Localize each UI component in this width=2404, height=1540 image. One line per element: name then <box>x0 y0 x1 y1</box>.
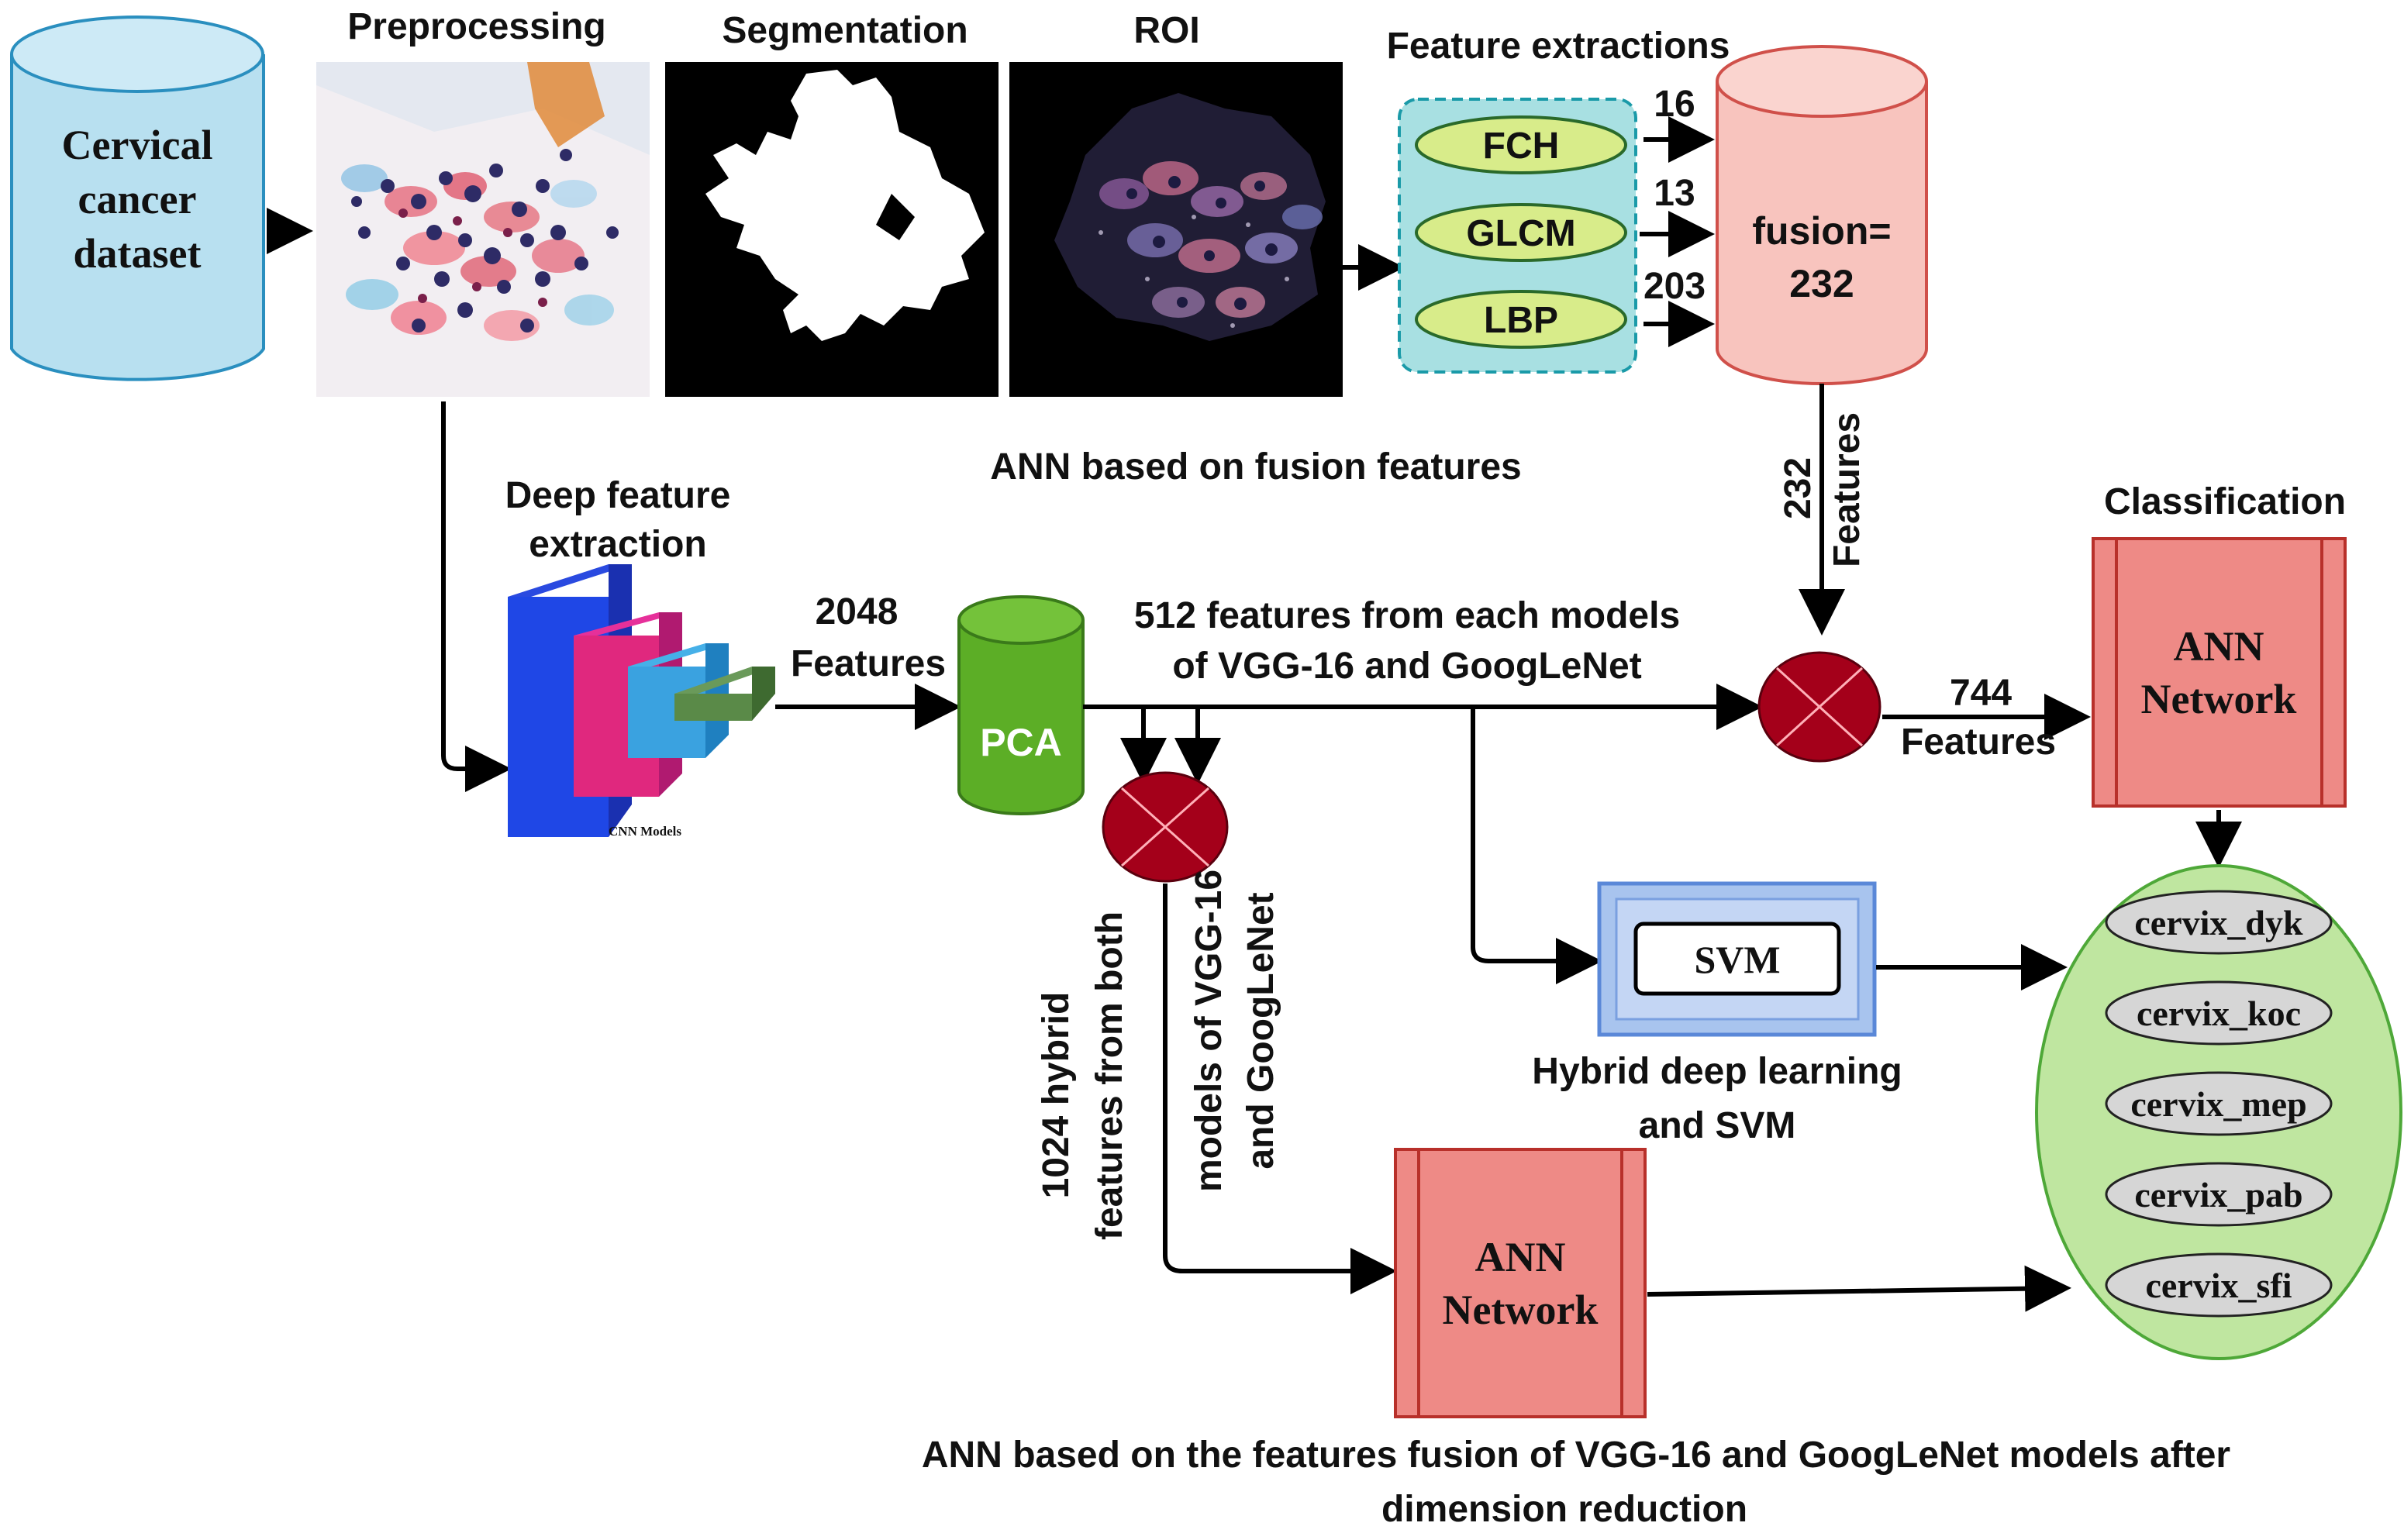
handcrafted-feature-box: FCH GLCM LBP <box>1398 98 1637 374</box>
class-label-2: cervix_koc <box>2137 994 2301 1033</box>
fusion-label-2: 232 <box>1789 262 1854 305</box>
fusion-label-1: fusion= <box>1752 209 1891 253</box>
lbp-ellipse <box>1415 290 1627 349</box>
caption-hybrid-2: and SVM <box>1639 1105 1796 1146</box>
hybrid-label-3: models of VGG-16 <box>1188 870 1230 1192</box>
dataset-label-2: cancer <box>78 176 197 222</box>
pca-label: PCA <box>980 721 1062 764</box>
glcm-count: 13 <box>1654 173 1695 214</box>
arrow-hybrid-to-ann <box>1163 884 1397 1294</box>
dataset-cylinder: Cervical cancer dataset <box>10 16 265 381</box>
merge-node-top <box>1757 651 1881 763</box>
segmentation-mask-image <box>665 62 999 397</box>
caption-bottom-1: ANN based on the features fusion of VGG-… <box>922 1435 2230 1476</box>
features-2048-label: Features <box>791 643 946 684</box>
hybrid-label-2: features from both <box>1089 911 1130 1240</box>
segmentation-title: Segmentation <box>722 10 967 51</box>
f744-features: Features <box>1901 722 2056 763</box>
ann-top-label-2: Network <box>2141 676 2297 722</box>
pca-output-label-2: of VGG-16 and GoogLeNet <box>1172 646 1641 687</box>
f744-count: 744 <box>1950 673 2012 714</box>
roi-image <box>1009 62 1343 397</box>
fusion-cylinder: fusion= 232 <box>1716 45 1928 385</box>
class-label-3: cervix_mep <box>2130 1084 2306 1124</box>
preprocessing-image <box>316 62 650 397</box>
features-2048-count: 2048 <box>816 591 898 632</box>
dataset-label-1: Cervical <box>62 122 213 168</box>
preprocessing-title: Preprocessing <box>347 6 605 47</box>
caption-bottom-2: dimension reduction <box>1381 1489 1747 1530</box>
hybrid-label-1: 1024 hybrid <box>1036 992 1077 1199</box>
pca-output-label-1: 512 features from each models <box>1134 595 1680 636</box>
merge-node-hybrid <box>1102 771 1229 883</box>
dataset-label-3: dataset <box>74 230 202 277</box>
cnn-models-block: CNN Models <box>508 564 775 839</box>
deep-feature-title-1: Deep feature <box>505 475 731 516</box>
class-label-1: cervix_dyk <box>2134 903 2303 942</box>
ann-bottom-label-1: ANN <box>1475 1234 1566 1280</box>
caption-hybrid-1: Hybrid deep learning <box>1532 1051 1902 1092</box>
fch-ellipse <box>1415 115 1627 174</box>
glcm-ellipse <box>1415 203 1627 262</box>
fch-count: 16 <box>1654 84 1695 125</box>
roi-title: ROI <box>1133 10 1199 51</box>
caption-ann-fusion: ANN based on fusion features <box>990 446 1521 487</box>
cnn-models-label: CNN Models <box>609 824 681 839</box>
ann-bottom-label-2: Network <box>1443 1287 1599 1333</box>
svm-block: SVM <box>1597 881 1877 1037</box>
class-label-5: cervix_sfi <box>2145 1266 2292 1305</box>
class-label-4: cervix_pab <box>2134 1175 2302 1214</box>
arrow-to-svm <box>1471 707 1602 984</box>
arrow-ann-bottom-to-classes <box>1647 1265 2071 1312</box>
glcm-label: GLCM <box>1466 213 1575 254</box>
f232-features: Features <box>1826 412 1868 567</box>
fch-label: FCH <box>1483 126 1560 167</box>
svm-label: SVM <box>1694 938 1780 981</box>
ann-top-label-1: ANN <box>2174 623 2264 670</box>
ann-network-bottom: ANN Network <box>1394 1148 1647 1418</box>
lbp-label: LBP <box>1484 300 1558 341</box>
deep-feature-title-2: extraction <box>529 524 706 565</box>
classification-title: Classification <box>2104 481 2346 522</box>
lbp-count: 203 <box>1643 266 1706 307</box>
hybrid-label-4: and GoogLeNet <box>1240 892 1281 1169</box>
feature-extractions-title: Feature extractions <box>1387 26 1730 67</box>
class-output-ellipse: cervix_dyk cervix_koc cervix_mep cervix_… <box>2035 864 2402 1360</box>
f232-count: 232 <box>1778 457 1819 519</box>
pca-cylinder: PCA <box>957 595 1085 815</box>
ann-network-top: ANN Network <box>2092 537 2347 808</box>
arrow-preprocessing-to-cnn <box>441 401 512 792</box>
